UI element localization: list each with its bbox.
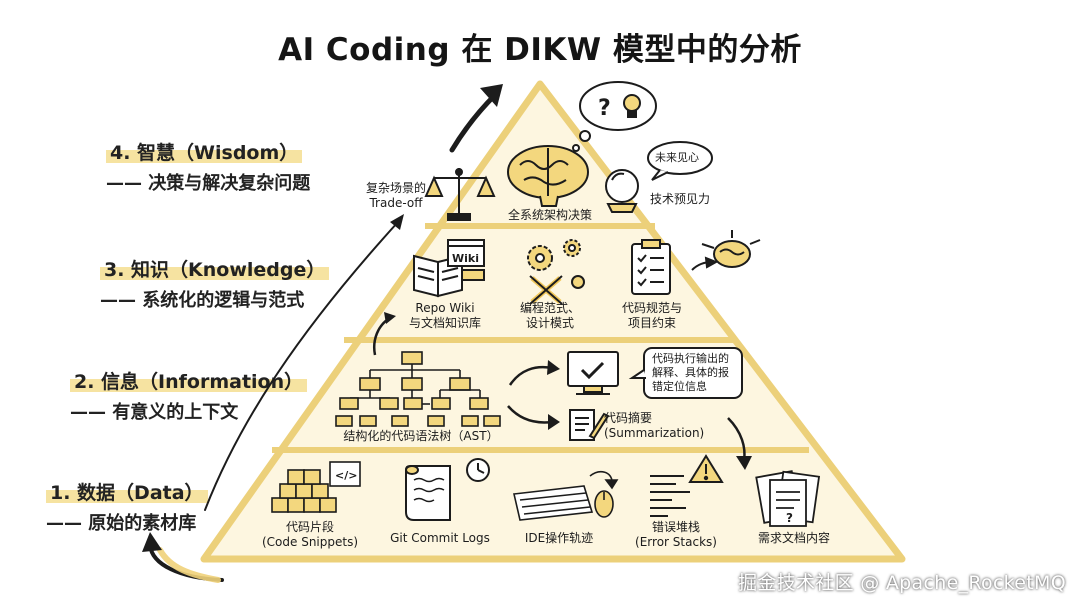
growth-arrow-icon	[449, 84, 503, 153]
level-heading: 2. 信息（Information）	[70, 367, 308, 394]
architecture-label: 全系统架构决策	[507, 208, 592, 222]
level-desc: —— 系统化的逻辑与范式	[100, 290, 305, 311]
paradigm-label: 编程范式、 设计模式	[510, 301, 590, 331]
summary-line: 代码摘要	[604, 411, 653, 425]
standards-line: 代码规范与	[621, 301, 682, 315]
level-desc: —— 决策与解决复杂问题	[106, 173, 311, 194]
level-heading: 4. 智慧（Wisdom）	[106, 138, 303, 165]
page-title: AI Coding 在 DIKW 模型中的分析	[278, 32, 802, 68]
repo-wiki-line: 与文档知识库	[408, 316, 481, 330]
exec-bubble-line: 错定位信息	[652, 380, 707, 393]
summary-doc-icon	[569, 409, 610, 441]
summary-line: (Summarization)	[604, 426, 705, 440]
exec-bubble-line: 代码执行输出的	[652, 352, 729, 365]
documents-icon: ?	[755, 470, 821, 527]
level-knowledge: 3. 知识（Knowledge） —— 系统化的逻辑与范式	[100, 255, 330, 312]
paradigm-line: 设计模式	[525, 316, 574, 330]
arrow-to-exec-icon	[508, 360, 560, 386]
ide-label: IDE操作轨迹	[524, 531, 594, 545]
level-heading: 3. 知识（Knowledge）	[100, 255, 330, 282]
up-arrow-icon	[373, 312, 396, 356]
crystal-ball-icon	[605, 169, 639, 213]
keyboard-mouse-icon	[513, 470, 619, 521]
summary-label: 代码摘要 (Summarization)	[604, 411, 704, 441]
tradeoff-line: 复杂场景的	[365, 181, 426, 195]
exec-bubble-line: 解释、具体的报	[652, 366, 729, 379]
monitor-check-icon	[567, 351, 619, 395]
question-mark-label: ?	[598, 96, 611, 121]
level-heading: 1. 数据（Data）	[46, 478, 208, 505]
foresight-label: 技术预见力	[649, 192, 710, 206]
cycle-arrow-icon	[142, 532, 224, 583]
level-wisdom: 4. 智慧（Wisdom） —— 决策与解决复杂问题	[106, 138, 310, 195]
level-information: 2. 信息（Information） —— 有意义的上下文	[70, 367, 308, 424]
speech-bubble-icon	[647, 141, 713, 181]
git-label: Git Commit Logs	[390, 531, 490, 545]
requirements-label: 需求文档内容	[757, 531, 830, 545]
paradigm-line: 编程范式、	[519, 301, 580, 315]
snippets-line: (Code Snippets)	[261, 535, 359, 549]
checklist-icon	[631, 239, 671, 295]
thought-bubble-icon: ?	[572, 81, 657, 152]
scroll-log-icon	[405, 458, 490, 521]
brain-small-icon	[691, 230, 761, 271]
progress-arrow-icon	[204, 214, 404, 511]
level-data: 1. 数据（Data） —— 原始的素材库	[46, 478, 208, 535]
errors-label: 错误堆栈 (Error Stacks)	[630, 520, 722, 550]
error-stack-icon	[650, 454, 724, 517]
repo-wiki-line: Repo Wiki	[415, 301, 475, 315]
exec-bubble-text: 代码执行输出的 解释、具体的报 错定位信息	[652, 352, 729, 394]
arrow-to-summary-icon	[507, 405, 560, 430]
snippets-line: 代码片段	[285, 520, 334, 534]
code-blocks-icon: </>	[271, 461, 361, 513]
ast-label: 结构化的代码语法树（AST）	[343, 429, 499, 443]
code-tag: </>	[335, 469, 357, 482]
level-desc: —— 有意义的上下文	[70, 402, 239, 423]
wiki-tag: Wiki	[452, 252, 479, 265]
book-wiki-icon: Wiki	[413, 239, 485, 298]
errors-line: (Error Stacks)	[635, 535, 717, 549]
tradeoff-label: 复杂场景的 Trade-off	[356, 181, 436, 211]
level-desc: —— 原始的素材库	[46, 513, 197, 534]
syntax-tree-icon	[335, 351, 501, 427]
watermark: 掘金技术社区 @ Apache_RocketMQ	[738, 572, 1066, 594]
errors-line: 错误堆栈	[651, 520, 700, 534]
exec-output-bubble-icon	[628, 347, 743, 399]
down-arrow-icon	[727, 417, 752, 470]
pyramid-outline	[200, 80, 906, 563]
svg-text:?: ?	[786, 511, 793, 525]
standards-label: 代码规范与 项目约束	[612, 301, 692, 331]
tradeoff-line: Trade-off	[369, 196, 423, 210]
snippets-label: 代码片段 (Code Snippets)	[255, 520, 365, 550]
gears-icon	[527, 239, 585, 305]
standards-line: 项目约束	[627, 316, 676, 330]
brain-icon	[507, 145, 589, 207]
future-bubble-text: 未来见心	[655, 151, 699, 164]
balance-scale-icon	[424, 168, 496, 221]
repo-wiki-label: Repo Wiki 与文档知识库	[395, 301, 495, 331]
